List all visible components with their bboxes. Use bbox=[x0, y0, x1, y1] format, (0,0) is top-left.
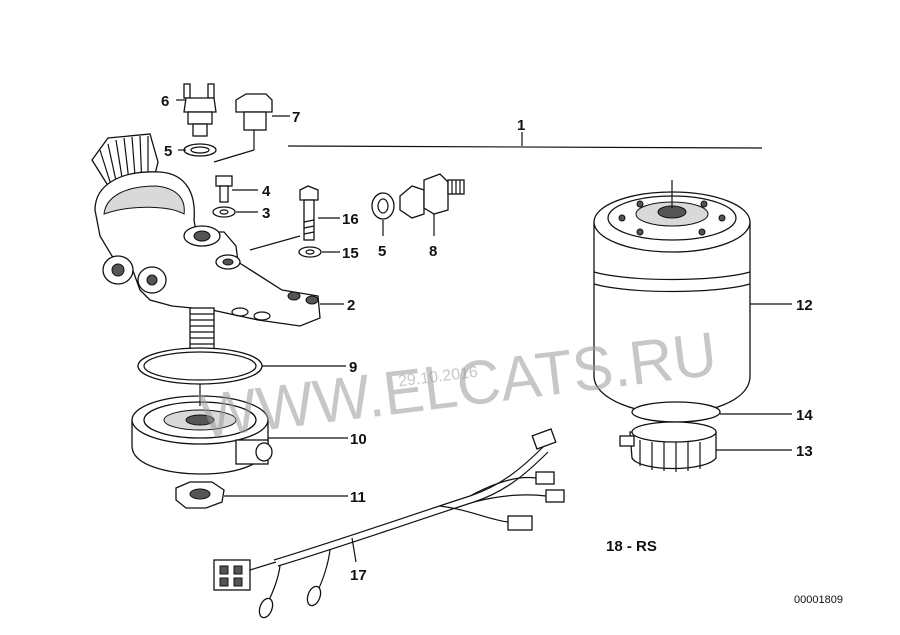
label-part-13: 13 bbox=[796, 443, 813, 460]
label-part-6: 6 bbox=[161, 93, 169, 110]
screw-plug bbox=[235, 93, 273, 131]
label-part-11: 11 bbox=[350, 489, 366, 506]
label-part-4: 4 bbox=[262, 183, 271, 200]
label-part-9: 9 bbox=[349, 359, 357, 376]
bolt-small bbox=[215, 175, 233, 203]
variant-note: 18 - RS bbox=[606, 538, 657, 555]
label-part-17: 17 bbox=[350, 567, 367, 584]
label-part-1: 1 bbox=[517, 117, 525, 134]
leader-lines bbox=[176, 99, 792, 563]
label-part-12: 12 bbox=[796, 297, 813, 314]
hex-bolt bbox=[299, 185, 319, 241]
filter-head-housing bbox=[91, 133, 321, 355]
seal-ring-upper bbox=[183, 143, 217, 157]
temperature-switch bbox=[183, 83, 217, 137]
label-part-5-right: 5 bbox=[378, 243, 386, 260]
washer bbox=[212, 206, 236, 218]
drain-screw bbox=[619, 421, 717, 472]
reference-code: 00001809 bbox=[794, 594, 843, 606]
label-part-5-upper: 5 bbox=[164, 143, 172, 160]
label-part-15: 15 bbox=[342, 245, 359, 262]
label-part-10: 10 bbox=[350, 431, 367, 448]
wiring-harness bbox=[213, 428, 565, 619]
label-part-14: 14 bbox=[796, 407, 813, 424]
label-part-8: 8 bbox=[429, 243, 437, 260]
fuel-filter-cartridge bbox=[593, 191, 751, 415]
hex-nut bbox=[175, 481, 225, 509]
label-part-2: 2 bbox=[347, 297, 355, 314]
label-part-7: 7 bbox=[292, 109, 300, 126]
label-part-3: 3 bbox=[262, 205, 270, 222]
washer-lower bbox=[298, 246, 322, 258]
water-separator bbox=[131, 395, 273, 475]
filter-gasket bbox=[631, 401, 721, 423]
label-part-16: 16 bbox=[342, 211, 359, 228]
screw-fitting bbox=[399, 173, 465, 219]
seal-ring-right bbox=[371, 192, 395, 220]
